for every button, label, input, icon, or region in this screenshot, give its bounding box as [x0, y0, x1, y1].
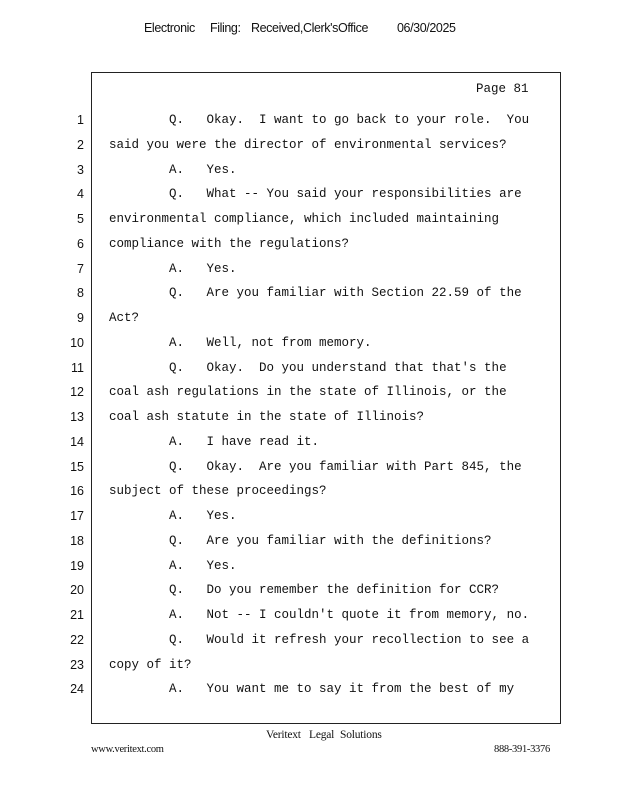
line-number: 4 — [77, 187, 84, 202]
line-number: 23 — [70, 657, 84, 672]
line-number: 1 — [77, 113, 84, 127]
line-number: 12 — [70, 385, 84, 400]
transcript-line: coal ash regulations in the state of Ill… — [109, 385, 507, 400]
line-number: 2 — [77, 137, 84, 152]
header-received: Received,Clerk'sOffice — [251, 21, 369, 35]
line-number: 6 — [77, 236, 84, 251]
transcript-line: A. I have read it. — [109, 434, 320, 449]
line-number: 15 — [70, 459, 84, 474]
transcript-line: Q. Are you familiar with Section 22.59 o… — [109, 286, 522, 301]
footer-company-part3: Solutions — [340, 729, 382, 741]
header-filing: Filing: — [210, 21, 241, 35]
footer-company-part2: Legal — [309, 729, 335, 741]
line-number: 5 — [77, 212, 84, 226]
transcript-line: Act? — [109, 311, 140, 325]
line-number: 17 — [70, 509, 84, 523]
footer-phone: 888-391-3376 — [494, 744, 550, 755]
transcript-line: environmental compliance, which included… — [109, 212, 500, 226]
page-number: Page 81 — [476, 82, 529, 96]
transcript-line: copy of it? — [109, 657, 192, 672]
line-number: 20 — [70, 583, 84, 598]
transcript-body: Q. Okay. I want to go back to your role.… — [109, 111, 549, 705]
transcript-line: A. You want me to say it from the best o… — [109, 682, 515, 697]
transcript-line: A. Yes. — [109, 261, 237, 276]
transcript-line: A. Yes. — [109, 558, 237, 573]
line-number: 22 — [70, 632, 84, 647]
line-number: 8 — [77, 286, 84, 301]
line-number: 18 — [70, 533, 84, 548]
transcript-line: A. Yes. — [109, 509, 237, 523]
transcript-line: Q. Are you familiar with the definitions… — [109, 533, 492, 548]
transcript-line: Q. Okay. Do you understand that that's t… — [109, 360, 507, 375]
line-number: 19 — [70, 558, 84, 573]
line-number: 13 — [70, 410, 84, 424]
line-number: 11 — [71, 360, 84, 375]
footer-company-part1: Veritext — [266, 729, 301, 741]
transcript-line: Q. Okay. Are you familiar with Part 845,… — [109, 459, 522, 474]
transcript-line: Q. What -- You said your responsibilitie… — [109, 187, 522, 202]
line-number: 24 — [70, 682, 84, 697]
transcript-page-border — [91, 72, 561, 724]
header-date: 06/30/2025 — [397, 21, 456, 35]
header-electronic: Electronic — [144, 21, 195, 35]
transcript-line: Q. Do you remember the definition for CC… — [109, 583, 500, 598]
line-number: 10 — [70, 335, 84, 350]
line-number: 16 — [70, 484, 84, 499]
transcript-line: said you were the director of environmen… — [109, 137, 507, 152]
transcript-line: A. Not -- I couldn't quote it from memor… — [109, 608, 530, 622]
line-number: 9 — [77, 311, 84, 325]
transcript-line: compliance with the regulations? — [109, 236, 350, 251]
transcript-line: Q. Would it refresh your recollection to… — [109, 632, 530, 647]
line-number: 14 — [70, 434, 84, 449]
transcript-line: Q. Okay. I want to go back to your role.… — [109, 113, 530, 127]
transcript-line: coal ash statute in the state of Illinoi… — [109, 410, 425, 424]
line-number: 3 — [77, 162, 84, 177]
transcript-line: A. Well, not from memory. — [109, 335, 372, 350]
footer-website: www.veritext.com — [91, 744, 164, 755]
filing-header: Electronic Filing: Received,Clerk'sOffic… — [0, 21, 618, 37]
transcript-line: A. Yes. — [109, 162, 237, 177]
line-number: 21 — [70, 608, 84, 622]
line-number: 7 — [77, 261, 84, 276]
transcript-line: subject of these proceedings? — [109, 484, 327, 499]
